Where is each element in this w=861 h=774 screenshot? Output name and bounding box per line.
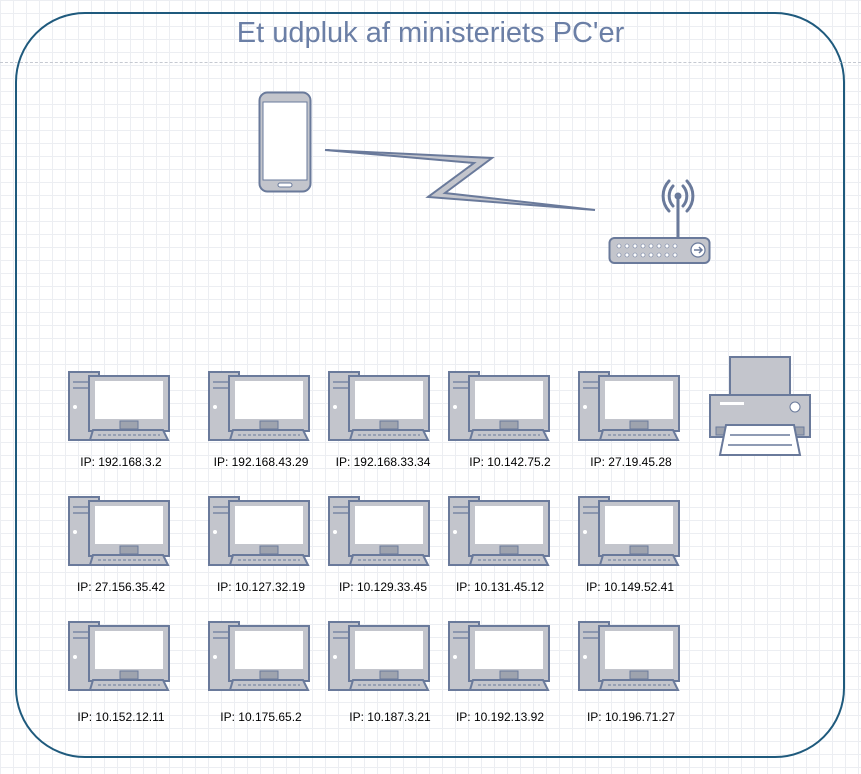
ip-address-label: IP: 192.168.33.34 (335, 455, 431, 469)
desktop-computer-9 (448, 495, 552, 567)
ip-address-label: IP: 10.187.3.21 (349, 710, 431, 724)
desktop-computer-icon (208, 371, 310, 441)
container-frame (15, 12, 845, 758)
desktop-computer-2 (208, 370, 312, 442)
wireless-router-icon (608, 179, 711, 264)
ip-address-label: IP: 192.168.3.2 (80, 455, 162, 469)
desktop-computer-10 (578, 495, 682, 567)
desktop-computer-icon (68, 371, 170, 441)
desktop-computer-4 (448, 370, 552, 442)
desktop-computer-icon (68, 621, 170, 691)
desktop-computer-icon (578, 621, 680, 691)
desktop-computer-7 (208, 495, 312, 567)
desktop-computer-icon (68, 496, 170, 566)
desktop-computer-icon (208, 496, 310, 566)
ip-address-label: IP: 10.196.71.27 (586, 710, 676, 724)
desktop-computer-12 (208, 620, 312, 692)
desktop-computer-icon (448, 371, 550, 441)
desktop-computer-15 (578, 620, 682, 692)
desktop-computer-13 (328, 620, 432, 692)
desktop-computer-14 (448, 620, 552, 692)
printer-icon (709, 356, 811, 456)
desktop-computer-icon (448, 496, 550, 566)
desktop-computer-1 (68, 370, 172, 442)
ip-address-label: IP: 10.127.32.19 (216, 580, 306, 594)
desktop-computer-11 (68, 620, 172, 692)
smartphone-icon (258, 91, 312, 193)
desktop-computer-icon (448, 621, 550, 691)
ip-address-label: IP: 10.129.33.45 (338, 580, 428, 594)
ip-address-label: IP: 10.152.12.11 (77, 710, 165, 724)
ip-address-label: IP: 192.168.43.29 (213, 455, 309, 469)
ip-address-label: IP: 27.156.35.42 (76, 580, 166, 594)
ip-address-label: IP: 27.19.45.28 (590, 455, 672, 469)
desktop-computer-icon (328, 621, 430, 691)
desktop-computer-icon (208, 621, 310, 691)
ip-address-label: IP: 10.131.45.12 (455, 580, 545, 594)
desktop-computer-3 (328, 370, 432, 442)
desktop-computer-8 (328, 495, 432, 567)
diagram-title: Et udpluk af ministeriets PC'er (236, 17, 625, 49)
desktop-computer-icon (328, 496, 430, 566)
desktop-computer-icon (578, 496, 680, 566)
ip-address-label: IP: 10.192.13.92 (455, 710, 545, 724)
guide-line (0, 62, 861, 63)
desktop-computer-5 (578, 370, 682, 442)
ip-address-label: IP: 10.175.65.2 (220, 710, 302, 724)
ip-address-label: IP: 10.149.52.41 (585, 580, 675, 594)
desktop-computer-icon (328, 371, 430, 441)
desktop-computer-6 (68, 495, 172, 567)
lightning-link-icon (324, 149, 596, 211)
ip-address-label: IP: 10.142.75.2 (469, 455, 551, 469)
desktop-computer-icon (578, 371, 680, 441)
